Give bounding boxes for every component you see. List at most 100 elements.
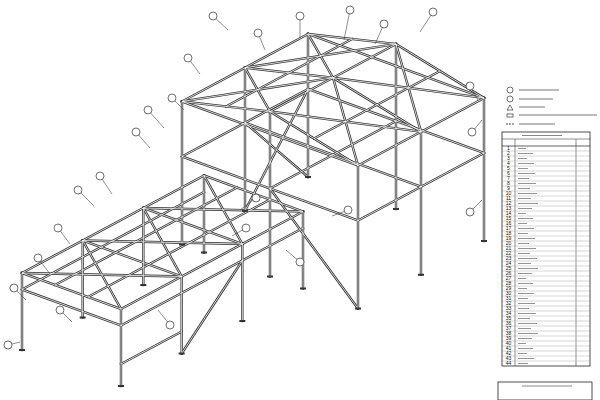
table-row-rule: [502, 246, 590, 247]
table-entry-mark: [518, 148, 526, 149]
table-row-rule: [502, 256, 590, 257]
table-row-rule: [502, 216, 590, 217]
steel-member: [302, 212, 304, 289]
legend-symbols: [506, 87, 597, 124]
table-entry-mark: [518, 273, 532, 274]
table-entry-mark: [518, 213, 526, 214]
steel-member: [245, 89, 308, 211]
steel-member-core: [421, 132, 422, 275]
steel-member: [308, 34, 333, 78]
table-entry-mark: [518, 233, 528, 234]
table-entry-mark: [518, 313, 536, 314]
steel-member: [245, 68, 270, 112]
table-entry-mark: [518, 303, 535, 304]
table-entry-mark: [518, 258, 537, 259]
steel-member-core: [83, 241, 121, 310]
steel-member: [181, 102, 183, 245]
legend-circle: [507, 96, 513, 102]
steel-member-core: [22, 176, 204, 274]
callout-bubble: [380, 20, 388, 28]
legend-circle: [507, 87, 513, 93]
callout-bubble: [54, 224, 62, 232]
table-row-rule: [502, 361, 590, 362]
steel-member: [241, 244, 243, 321]
callout-bubble: [468, 128, 476, 136]
steel-member-core: [308, 34, 484, 98]
steel-member-core: [314, 71, 440, 139]
base-plate: [140, 284, 146, 286]
steel-member: [357, 166, 359, 309]
table-row-rule: [502, 281, 590, 282]
steel-member-core: [245, 89, 308, 211]
table-column-rule: [576, 139, 577, 366]
table-row-rule: [502, 166, 590, 167]
steel-member-core: [22, 290, 121, 326]
table-entry-mark: [518, 218, 533, 219]
base-plate: [118, 385, 124, 387]
steel-member-core: [83, 241, 182, 277]
table-entry-mark: [518, 343, 526, 344]
frame-members: [22, 34, 484, 386]
table-entry-mark: [518, 178, 529, 179]
steel-member-core: [121, 212, 303, 310]
callout-bubble: [34, 254, 42, 262]
table-row-rule: [502, 241, 590, 242]
table-row-rule: [502, 291, 590, 292]
base-plate: [267, 276, 273, 278]
steel-member: [142, 208, 144, 285]
base-plate: [418, 274, 424, 276]
steel-member-core: [121, 309, 122, 386]
steel-member-core: [55, 188, 237, 286]
table-entry-mark: [518, 248, 536, 249]
steel-member: [143, 208, 242, 244]
table-row-rule: [502, 176, 590, 177]
steel-member-core: [121, 228, 303, 326]
table-entry-mark: [518, 243, 529, 244]
steel-member: [22, 290, 121, 326]
table-row-rule: [502, 196, 590, 197]
table-row-rule: [502, 236, 590, 237]
steel-member: [121, 212, 303, 310]
table-row-rule: [502, 326, 590, 327]
table-entry-mark: [518, 158, 527, 159]
table-entry-mark: [518, 293, 534, 294]
callout-bubble: [346, 6, 354, 14]
steel-member: [22, 192, 204, 290]
legend-entry-mark: [519, 124, 555, 125]
callouts: [4, 6, 482, 349]
table-entry-mark: [518, 353, 527, 354]
table-entry-mark: [518, 298, 528, 299]
legend-entry-mark: [519, 90, 559, 91]
table-entry-mark: [518, 328, 531, 329]
steel-member-core: [270, 189, 358, 309]
table-entry-mark: [518, 358, 534, 359]
callout-bubble: [466, 208, 474, 216]
callout-bubble: [254, 29, 262, 37]
title-block-mark: [522, 386, 572, 387]
legend-entry-mark: [519, 107, 545, 108]
table-entry-mark: [518, 203, 538, 204]
steel-member: [182, 261, 243, 354]
leader-line: [344, 10, 350, 40]
steel-member: [244, 68, 246, 211]
table-row-rule: [502, 191, 590, 192]
steel-member: [21, 273, 23, 350]
table-entry-mark: [518, 338, 532, 339]
table-row-rule: [502, 296, 590, 297]
table-entry-mark: [518, 283, 533, 284]
parts-table: [502, 132, 590, 366]
table-entry-mark: [518, 153, 533, 154]
table-entry-mark: [518, 288, 527, 289]
steel-member-core: [358, 153, 484, 221]
table-entry-mark: [518, 278, 526, 279]
table-row-rule: [502, 276, 590, 277]
table-column-rule: [515, 139, 516, 366]
steel-member-core: [88, 200, 270, 298]
table-row-rule: [502, 201, 590, 202]
table-row-rule: [502, 226, 590, 227]
table-entry-mark: [518, 188, 530, 189]
table-entry-mark: [518, 318, 530, 319]
table-row-rule: [502, 266, 590, 267]
base-plate: [393, 208, 399, 210]
table-entry-mark: [518, 238, 535, 239]
